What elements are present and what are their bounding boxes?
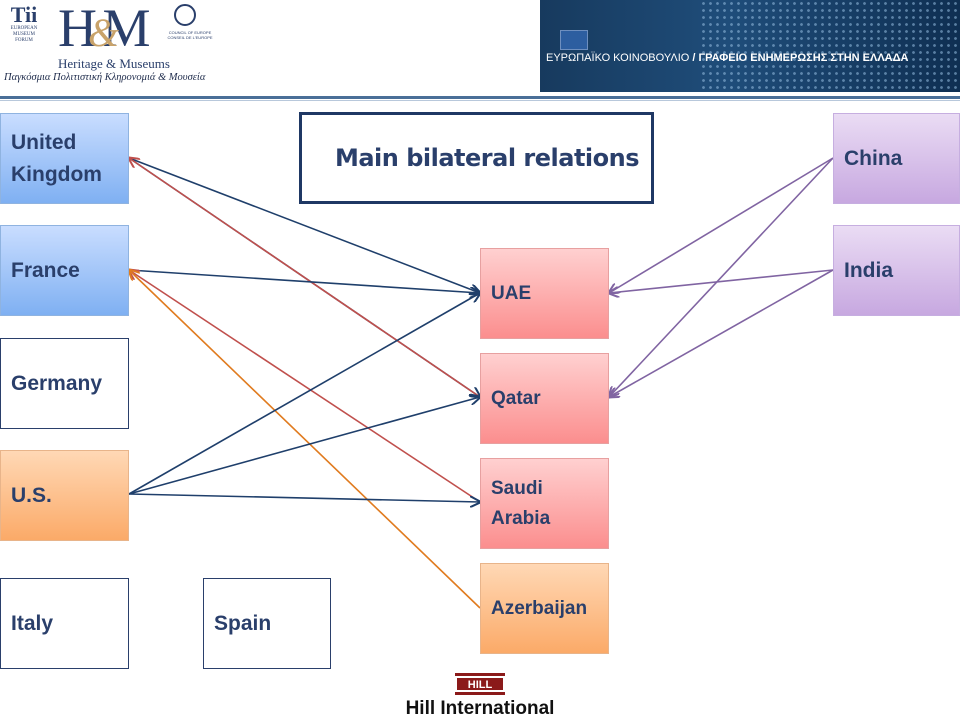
hill-logo-text: HILL: [468, 679, 493, 691]
node-india: India: [833, 225, 960, 316]
footer-company-name: Hill International: [405, 698, 555, 719]
node-label: Germany: [11, 371, 103, 395]
relation-arrow-us-uae: [128, 293, 480, 495]
node-label: United Kingdom: [11, 130, 102, 186]
banner-text: ΕΥΡΩΠΑΪΚΟ ΚΟΙΝΟΒΟΥΛΙΟ / ΓΡΑΦΕΙΟ ΕΝΗΜΕΡΩΣ…: [546, 52, 956, 64]
node-italy: Italy: [0, 578, 129, 669]
node-label: UAE: [491, 282, 532, 304]
relation-arrow-uk-uae: [128, 157, 480, 293]
banner-text-bold: / ΓΡΑΦΕΙΟ ΕΝΗΜΕΡΩΣΗΣ ΣΤΗΝ ΕΛΛΑΔΑ: [689, 52, 909, 64]
tii-mark: Tii: [10, 2, 38, 27]
relation-arrow-azerbaijan-france: [129, 270, 481, 609]
relation-arrow-china-uae: [609, 157, 834, 293]
node-uae: UAE: [480, 248, 609, 339]
node-qatar: Qatar: [480, 353, 609, 444]
node-label: France: [11, 258, 80, 282]
node-label: Qatar: [491, 387, 541, 409]
header-divider-thin: [0, 100, 960, 101]
node-label: China: [844, 146, 903, 170]
relation-arrow-china-qatar: [609, 157, 834, 397]
banner-text-regular: ΕΥΡΩΠΑΪΚΟ ΚΟΙΝΟΒΟΥΛΙΟ: [546, 52, 690, 64]
node-label: India: [844, 258, 894, 282]
node-label: U.S.: [11, 483, 52, 507]
page-title: Main bilateral relations: [334, 144, 640, 172]
relation-arrow-saudi-france: [129, 270, 481, 503]
title-box: Main bilateral relations: [299, 112, 654, 204]
eu-flag-icon: [560, 30, 588, 50]
node-label: Italy: [11, 611, 54, 635]
relation-arrow-india-uae: [609, 269, 834, 293]
node-label: Azerbaijan: [491, 597, 588, 619]
logo-subtitle: Παγκόσμια Πολιτιστική Κληρονομιά & Μουσε…: [4, 72, 206, 83]
tii-text: EUROPEAN MUSEUM FORUM: [10, 26, 38, 43]
hill-logo-icon: HILL: [455, 673, 505, 695]
relation-arrow-france-uae: [128, 269, 480, 293]
node-saudi-arabia: Saudi Arabia: [480, 458, 609, 549]
banner-map-pattern: [700, 0, 960, 92]
node-united-kingdom: United Kingdom: [0, 113, 129, 204]
council-of-europe-logo: [174, 4, 196, 26]
hm-logo-mark: H M: [58, 0, 151, 58]
council-of-europe-text: COUNCIL OF EUROPE CONSEIL DE L'EUROPE: [167, 30, 213, 40]
node-france: France: [0, 225, 129, 316]
relation-arrow-qatar-uk: [129, 158, 481, 398]
logo-name: Heritage & Museums: [58, 56, 170, 71]
node-spain: Spain: [203, 578, 331, 669]
node-label: Saudi Arabia: [491, 477, 551, 529]
relation-arrow-us-saudi: [128, 493, 480, 502]
node-china: China: [833, 113, 960, 204]
node-label: Spain: [214, 611, 272, 635]
node-germany: Germany: [0, 338, 129, 429]
header-divider: [0, 96, 960, 99]
hm-logo-ampersand: &: [88, 10, 120, 55]
node-azerbaijan: Azerbaijan: [480, 563, 609, 654]
relation-arrow-india-qatar: [609, 269, 834, 397]
tii-logo: Tii EUROPEAN MUSEUM FORUM: [4, 4, 44, 44]
node-us: U.S.: [0, 450, 129, 541]
relation-arrow-us-qatar: [128, 397, 480, 495]
